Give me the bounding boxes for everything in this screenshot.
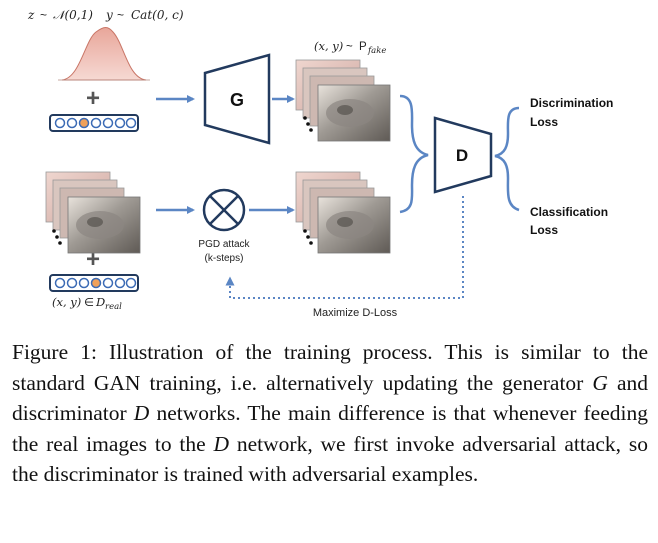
normal-dist: 𝒩(0,1) bbox=[53, 8, 93, 22]
real-subscript: real bbox=[105, 302, 122, 312]
label-y: y bbox=[105, 8, 113, 22]
discrimination-loss-line2: Loss bbox=[530, 115, 558, 129]
caption-text-4: network, we first invoke adversarial att… bbox=[12, 431, 649, 487]
fake-images-stack bbox=[295, 59, 391, 142]
real-images-stack bbox=[45, 171, 141, 254]
one-hot-vector-bottom bbox=[49, 274, 139, 292]
sim-symbol-1: ~ bbox=[40, 8, 47, 22]
caption-var-g: G bbox=[592, 370, 608, 395]
generator-label: G bbox=[230, 90, 244, 110]
latent-z: z bbox=[27, 8, 35, 22]
adversarial-images-stack bbox=[295, 171, 391, 254]
plus-icon-top: + bbox=[86, 85, 100, 112]
caption-var-d2: D bbox=[213, 431, 230, 456]
figure-caption: Figure 1: Illustration of the training p… bbox=[12, 337, 648, 490]
caption-label: Figure 1: bbox=[12, 340, 97, 364]
fake-sim: ~ bbox=[346, 41, 353, 53]
caption-text-2: and discriminator bbox=[12, 370, 649, 426]
discrimination-loss-line1: Discrimination bbox=[530, 96, 613, 110]
real-pair: (x, y) bbox=[52, 295, 81, 309]
training-process-diagram: z ~ 𝒩(0,1) y ~ Cat(0, c) + + bbox=[27, 8, 613, 319]
latent-formula: z ~ 𝒩(0,1) y ~ Cat(0, c) bbox=[27, 8, 184, 22]
caption-text-3: networks. The main difference is that wh… bbox=[12, 401, 648, 456]
sim-symbol-2: ~ bbox=[117, 8, 124, 22]
discriminator-label: D bbox=[456, 146, 468, 165]
classification-loss-line2: Loss bbox=[530, 223, 558, 237]
pgd-label-line1: PGD attack bbox=[198, 239, 250, 250]
classification-loss-line1: Classification bbox=[530, 205, 608, 219]
pgd-attack-icon bbox=[202, 188, 246, 232]
merge-brace bbox=[399, 94, 429, 214]
categorical-dist: Cat(0, c) bbox=[131, 8, 184, 22]
real-data-label: (x, y) ∈ D real bbox=[52, 295, 122, 312]
fake-pair: (x, y) bbox=[314, 39, 343, 53]
fake-data-label: (x, y) ~ P fake bbox=[314, 39, 386, 56]
one-hot-vector-top bbox=[49, 114, 139, 132]
fake-P: P bbox=[359, 41, 367, 53]
split-brace bbox=[494, 106, 520, 212]
fake-subscript: fake bbox=[367, 46, 386, 56]
gaussian-plot bbox=[58, 27, 150, 81]
real-D: D bbox=[95, 295, 105, 309]
maximize-dloss-label: Maximize D-Loss bbox=[313, 307, 398, 319]
feedback-arrow bbox=[225, 196, 464, 299]
caption-text-1: Illustration of the training process. Th… bbox=[12, 340, 648, 395]
pgd-label-line2: (k-steps) bbox=[205, 253, 244, 264]
generator-block: G bbox=[203, 53, 271, 145]
discriminator-block: D bbox=[433, 116, 493, 194]
in-symbol: ∈ bbox=[84, 297, 94, 309]
caption-var-d1: D bbox=[133, 401, 150, 426]
